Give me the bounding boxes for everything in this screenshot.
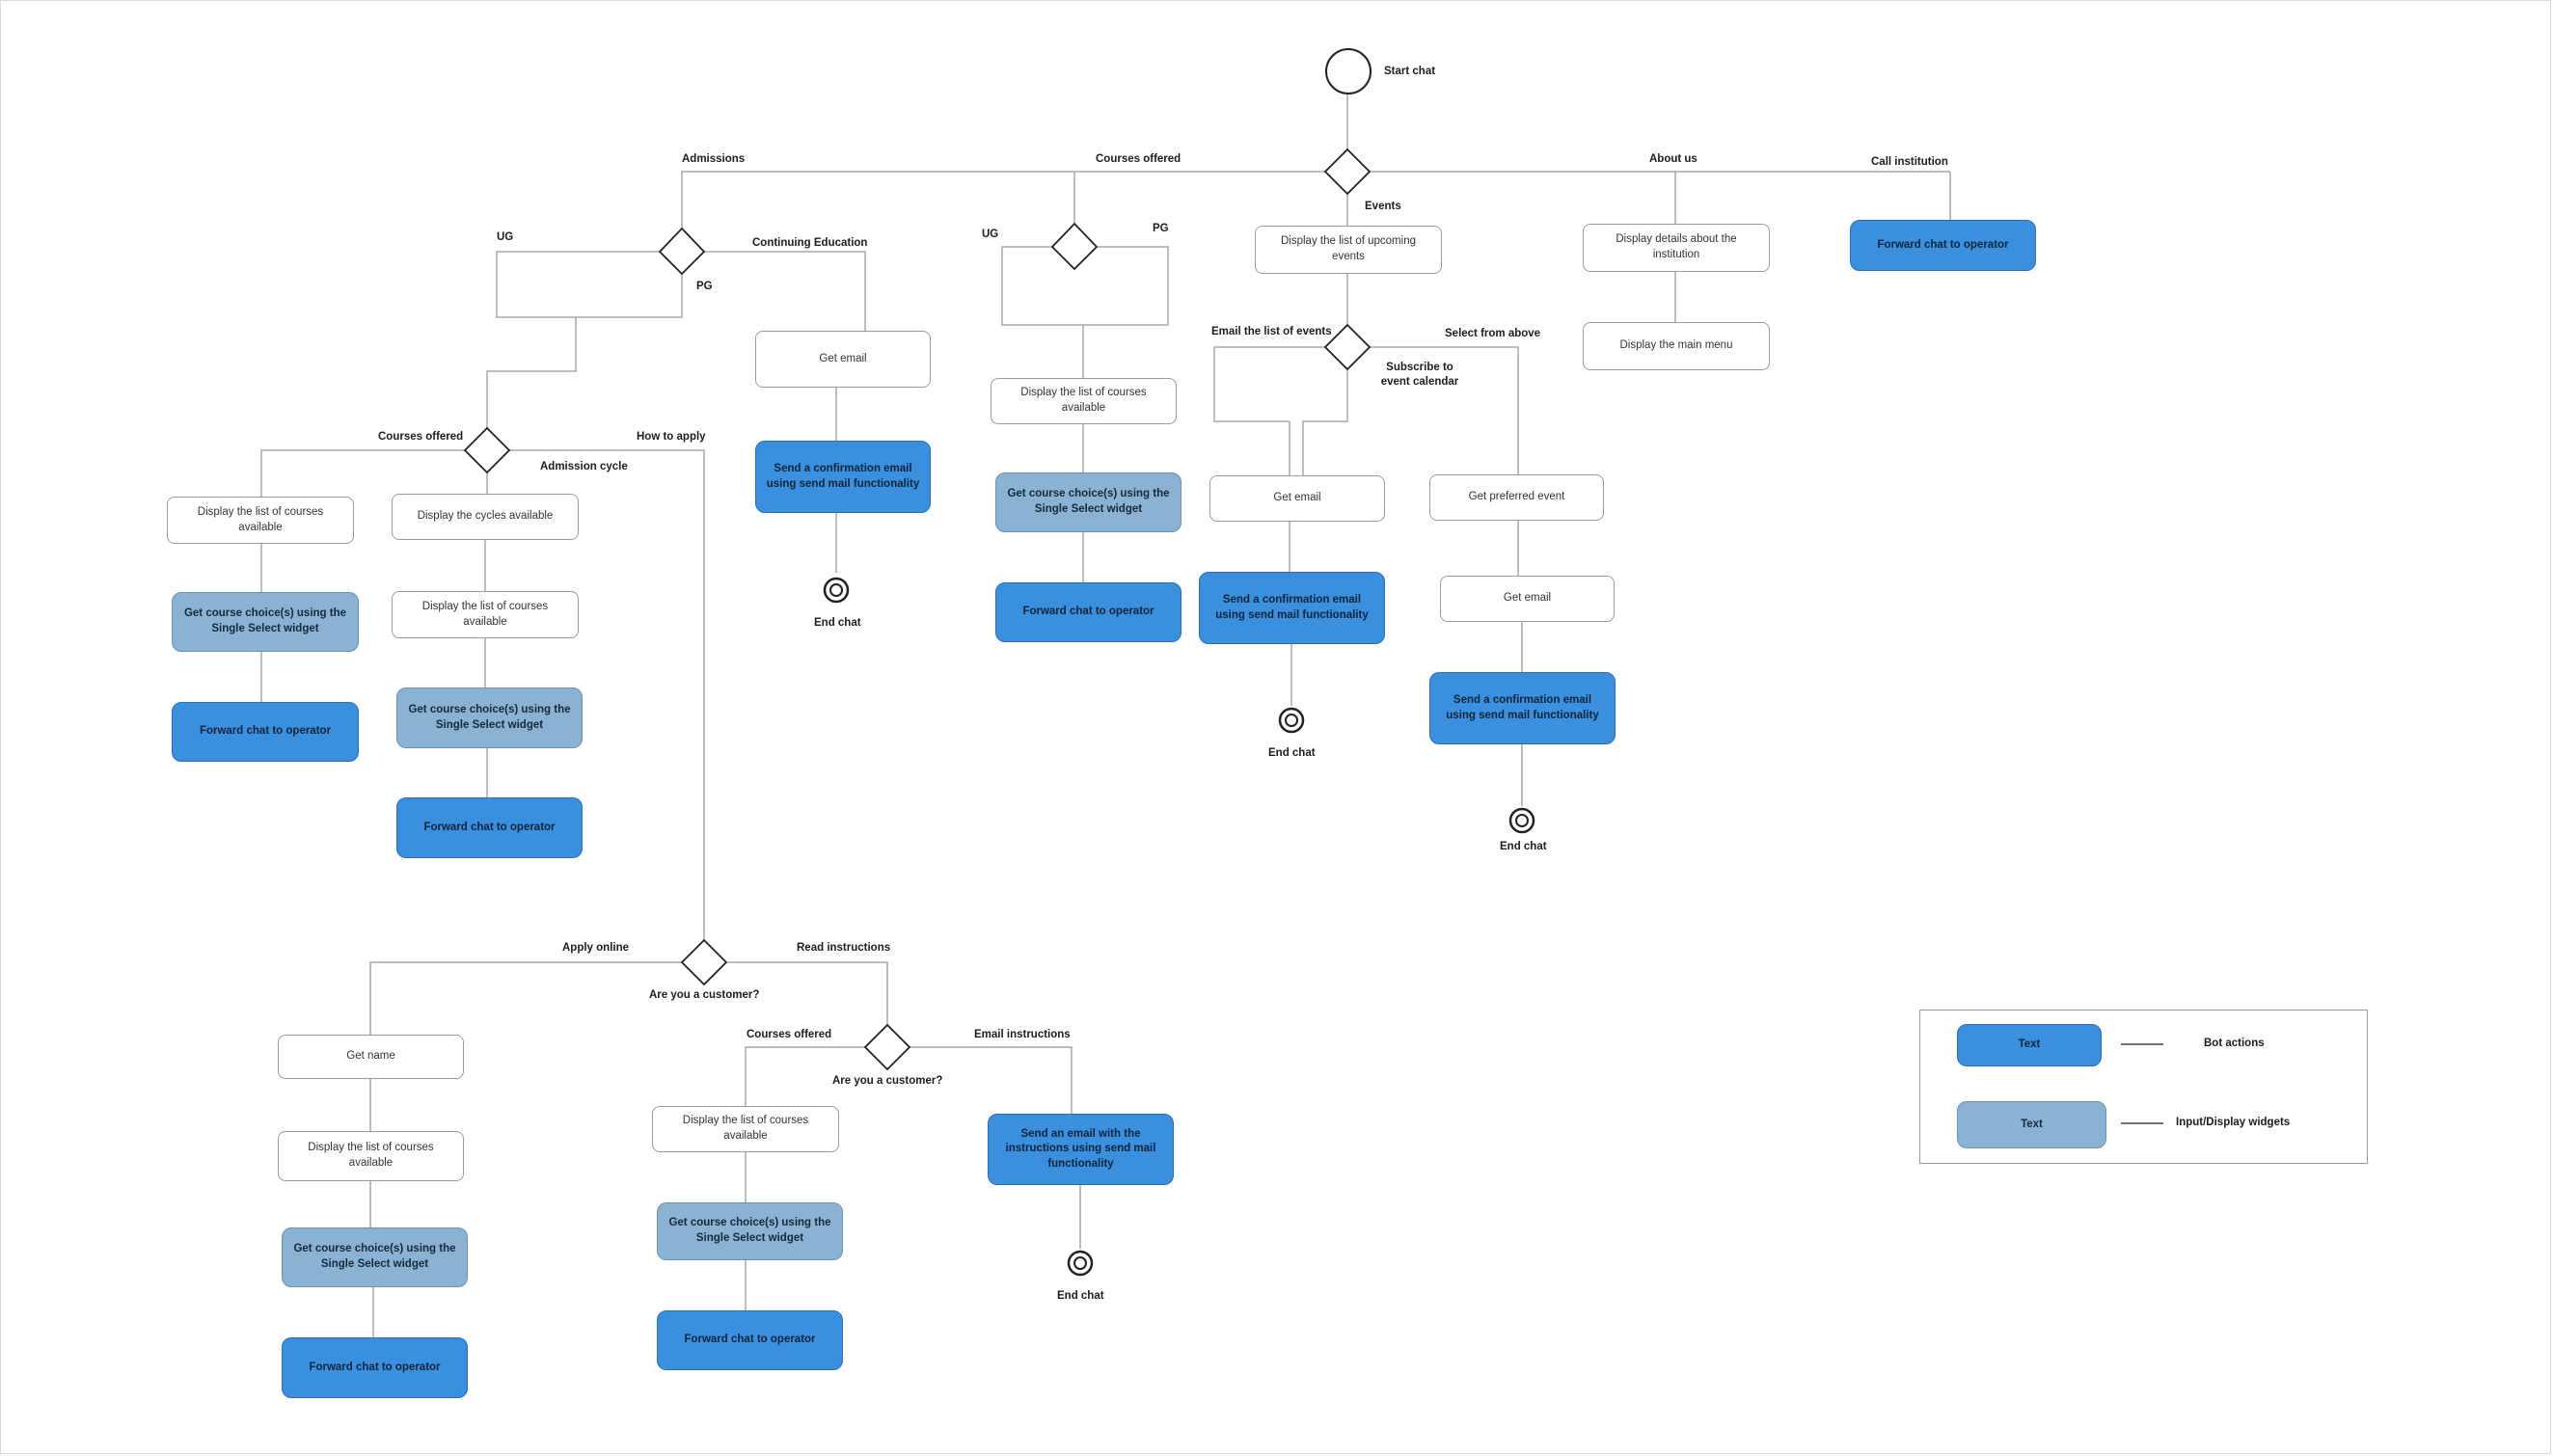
branch-label-email-instructions: Email instructions <box>974 1029 1071 1040</box>
decision-apply-icon <box>680 938 728 986</box>
decision-admissions-icon <box>658 227 706 276</box>
branch-label-courses-offered: Courses offered <box>747 1029 832 1040</box>
ug-display-courses-node: Display the list of courses available <box>167 497 354 544</box>
end-chat-label: End chat <box>1057 1290 1104 1302</box>
branch-label-courses-offered: Courses offered <box>1096 153 1181 165</box>
cycle-forward-button[interactable]: Forward chat to operator <box>396 797 583 858</box>
branch-label-admission-cycle: Admission cycle <box>540 461 628 472</box>
branch-label-select-from-above: Select from above <box>1445 328 1541 339</box>
branch-label-call-institution: Call institution <box>1871 156 1948 168</box>
decision-courses-offered-icon <box>1050 222 1099 271</box>
branch-label-ug: UG <box>497 231 514 243</box>
legend-caption-input-widgets: Input/Display widgets <box>2176 1117 2291 1128</box>
branch-label-pg: PG <box>1153 223 1169 234</box>
ce-get-email-node: Get email <box>755 331 931 388</box>
cycle-single-select-widget[interactable]: Get course choice(s) using the Single Se… <box>396 688 583 748</box>
start-chat-label: Start chat <box>1384 66 1436 77</box>
branch-label-ug: UG <box>982 229 999 240</box>
events-send-email-2-node: Send a confirmation email using send mai… <box>1429 672 1616 744</box>
forward-to-operator-button[interactable]: Forward chat to operator <box>1850 220 2036 271</box>
decision-ug-icon <box>463 426 511 474</box>
ao-display-courses-node: Display the list of courses available <box>278 1131 464 1181</box>
end-chat-label: End chat <box>1500 841 1547 852</box>
display-cycles-node: Display the cycles available <box>392 494 579 540</box>
branch-label-customer-question: Are you a customer? <box>649 989 760 1001</box>
courses-single-select-widget[interactable]: Get course choice(s) using the Single Se… <box>995 472 1181 532</box>
branch-label-apply-online: Apply online <box>562 942 629 954</box>
legend-swatch-bot-action: Text <box>1957 1024 2102 1066</box>
legend-box <box>1919 1010 2368 1164</box>
ce-send-email-node: Send a confirmation email using send mai… <box>755 441 931 513</box>
display-events-node: Display the list of upcoming events <box>1255 226 1442 274</box>
ug-forward-button[interactable]: Forward chat to operator <box>172 702 359 762</box>
branch-label-subscribe: Subscribe to event calendar <box>1380 362 1459 388</box>
decision-instructions-icon <box>863 1023 911 1071</box>
cycle-display-courses-node: Display the list of courses available <box>392 591 579 638</box>
branch-label-how-to-apply: How to apply <box>637 431 706 443</box>
end-chat-label: End chat <box>1268 747 1316 759</box>
courses-display-node: Display the list of courses available <box>991 378 1177 424</box>
events-send-email-node: Send a confirmation email using send mai… <box>1199 572 1385 644</box>
events-get-email-node: Get email <box>1209 475 1385 522</box>
branch-label-read-instructions: Read instructions <box>797 942 891 954</box>
start-node-icon <box>1325 48 1372 94</box>
display-institution-node: Display details about the institution <box>1583 224 1770 272</box>
send-instructions-email-node: Send an email with the instructions usin… <box>988 1114 1174 1185</box>
ri-forward-button[interactable]: Forward chat to operator <box>657 1310 843 1370</box>
branch-label-admissions: Admissions <box>682 153 746 165</box>
end-node-icons <box>823 577 1535 1277</box>
get-name-node: Get name <box>278 1035 464 1079</box>
courses-forward-button[interactable]: Forward chat to operator <box>995 582 1181 642</box>
branch-label-about-us: About us <box>1649 153 1697 165</box>
branch-label-continuing-education: Continuing Education <box>752 237 868 249</box>
ri-display-courses-node: Display the list of courses available <box>652 1106 839 1152</box>
decision-main-icon <box>1323 148 1372 196</box>
branch-label-events: Events <box>1365 201 1401 212</box>
branch-label-customer-question: Are you a customer? <box>832 1075 943 1087</box>
branch-label-courses-offered: Courses offered <box>378 431 464 443</box>
branch-label-pg: PG <box>696 281 713 292</box>
get-preferred-event-node: Get preferred event <box>1429 474 1604 521</box>
ri-single-select-widget[interactable]: Get course choice(s) using the Single Se… <box>657 1202 843 1260</box>
ug-single-select-widget[interactable]: Get course choice(s) using the Single Se… <box>172 592 359 652</box>
events-get-email-2-node: Get email <box>1440 576 1615 622</box>
legend-caption-bot-actions: Bot actions <box>2204 1038 2265 1049</box>
legend-swatch-input-widget: Text <box>1957 1101 2106 1148</box>
ao-single-select-widget[interactable]: Get course choice(s) using the Single Se… <box>282 1227 468 1287</box>
branch-label-email-events: Email the list of events <box>1211 326 1332 337</box>
display-main-menu-node: Display the main menu <box>1583 322 1770 370</box>
ao-forward-button[interactable]: Forward chat to operator <box>282 1337 468 1398</box>
decision-events-email-icon <box>1323 323 1372 371</box>
end-chat-label: End chat <box>814 617 861 629</box>
